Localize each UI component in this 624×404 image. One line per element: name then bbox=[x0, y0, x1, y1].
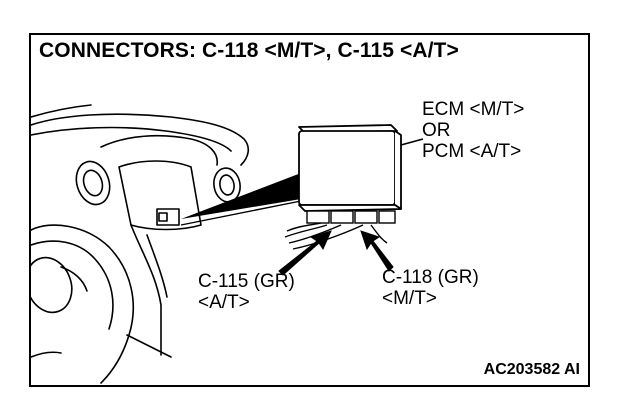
steering-wheel-inner bbox=[31, 240, 114, 330]
connector-c115-line1: C-115 (GR) bbox=[198, 271, 295, 292]
dash-connector bbox=[156, 208, 180, 226]
steering-hub bbox=[31, 256, 73, 314]
wire-bundle-2 bbox=[284, 224, 328, 238]
windshield-edge bbox=[31, 104, 92, 118]
connector-block-4 bbox=[378, 210, 396, 224]
diagram-title: CONNECTORS: C-118 <M/T>, C-115 <A/T> bbox=[39, 39, 459, 62]
leader-wedge bbox=[181, 173, 301, 219]
module-label-line2: OR bbox=[422, 120, 451, 141]
steering-wheel-rim bbox=[31, 224, 135, 384]
wire-bundle-5 bbox=[370, 224, 388, 244]
module-side bbox=[394, 130, 402, 210]
connector-c118-label: C-118 (GR) <M/T> bbox=[382, 267, 479, 309]
dashboard-outline bbox=[31, 113, 250, 166]
module-label: ECM <M/T> OR PCM <A/T> bbox=[422, 99, 524, 162]
connector-block-1 bbox=[306, 210, 330, 224]
connector-block-3 bbox=[354, 210, 378, 224]
figure-reference-code: AC203582 AI bbox=[483, 361, 580, 378]
ecm-pcm-module bbox=[298, 130, 396, 206]
vent-left-inner bbox=[82, 169, 104, 197]
column-line bbox=[126, 334, 172, 358]
connector-c115-line2: <A/T> bbox=[198, 292, 250, 313]
lower-dash bbox=[130, 224, 162, 356]
connector-c118-line1: C-118 (GR) bbox=[382, 267, 479, 288]
connector-c115-label: C-115 (GR) <A/T> bbox=[198, 271, 295, 313]
connector-c118-line2: <M/T> bbox=[382, 288, 437, 309]
wire-bundle-3 bbox=[288, 224, 342, 244]
center-panel bbox=[118, 160, 202, 231]
vent-right-inner bbox=[219, 174, 235, 196]
steering-spoke bbox=[60, 266, 88, 292]
connector-location-illustration bbox=[31, 104, 424, 384]
module-label-line1: ECM <M/T> bbox=[422, 99, 525, 120]
arrow-c118 bbox=[360, 230, 394, 272]
diagram-frame: CONNECTORS: C-118 <M/T>, C-115 <A/T> bbox=[29, 33, 590, 387]
wire-bundle-1 bbox=[286, 222, 322, 232]
instrument-hood bbox=[100, 134, 218, 166]
dashboard-inner-line bbox=[31, 126, 232, 152]
dash-connector-tab bbox=[158, 212, 168, 222]
lower-dash-inner bbox=[146, 234, 168, 298]
arrow-c115 bbox=[278, 230, 332, 276]
module-base bbox=[298, 204, 402, 212]
leader-wedge-edge bbox=[180, 200, 302, 226]
vent-left bbox=[75, 160, 111, 206]
connector-block-2 bbox=[330, 210, 354, 224]
module-label-line3: PCM <A/T> bbox=[422, 141, 522, 162]
module-label-leader bbox=[400, 138, 424, 146]
floor-line bbox=[31, 351, 62, 358]
